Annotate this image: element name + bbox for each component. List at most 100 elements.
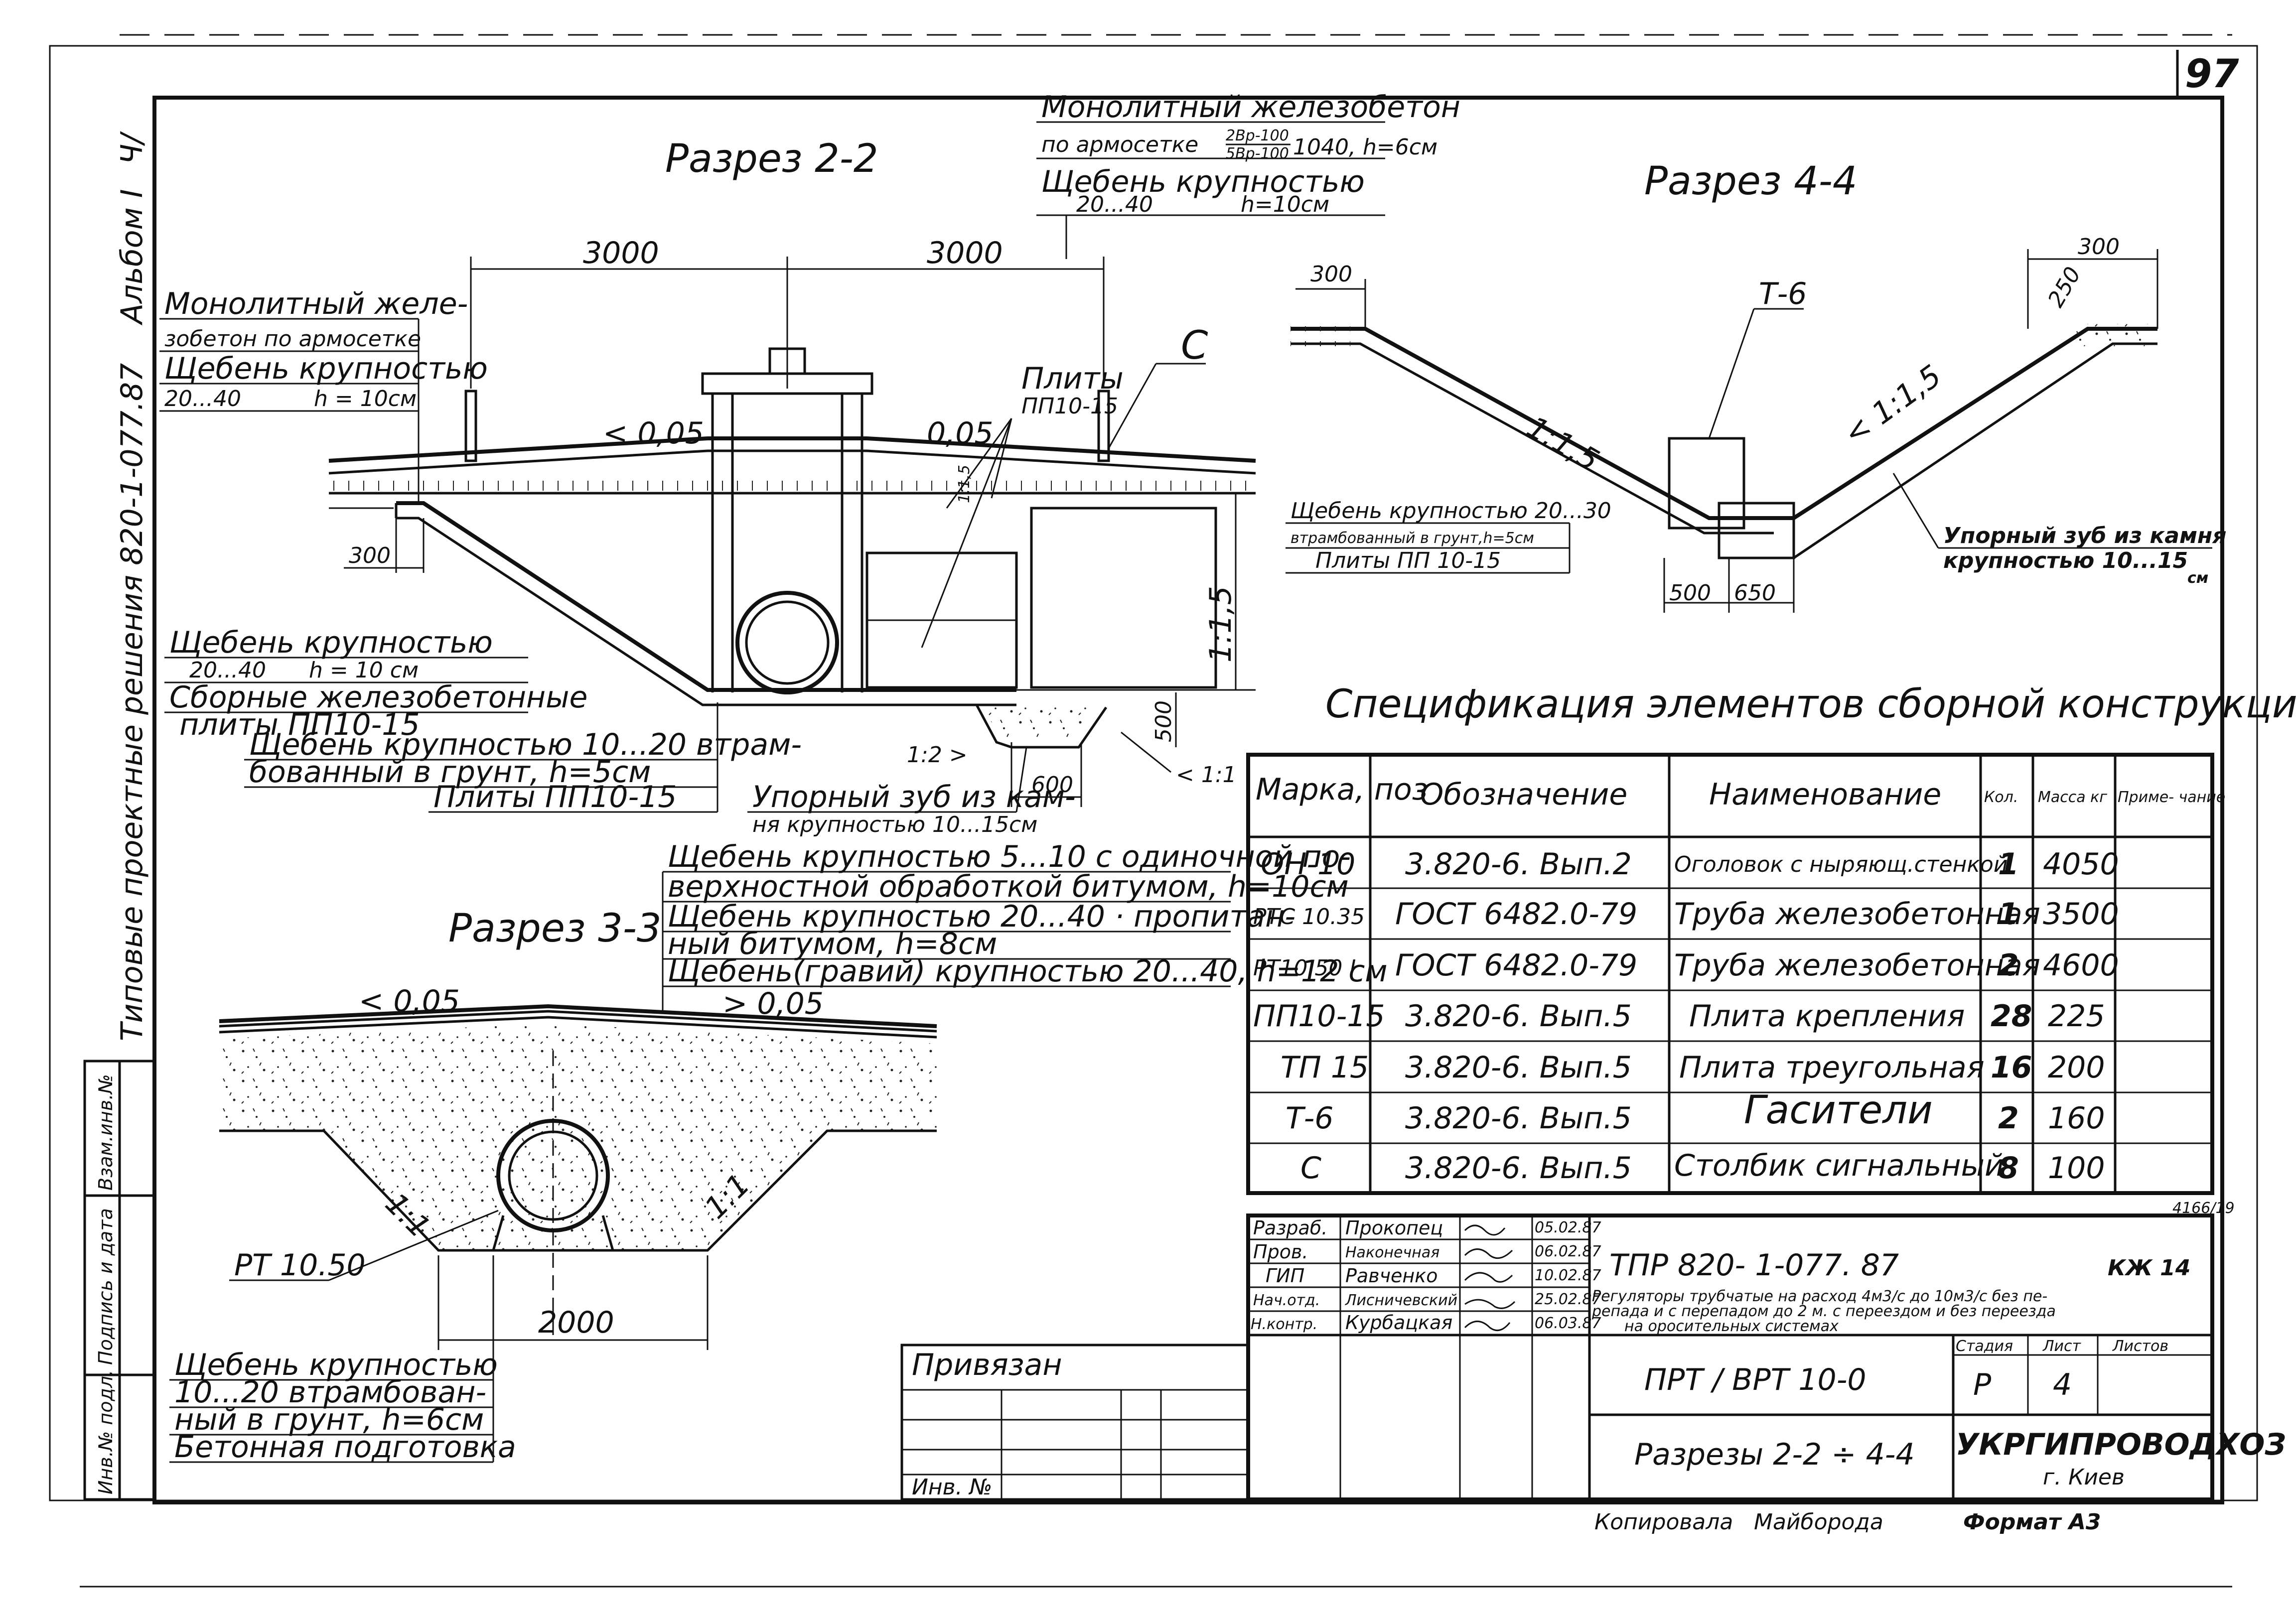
bound-label: Привязан bbox=[912, 1348, 1062, 1382]
note-left-top-5: h = 10см bbox=[314, 386, 417, 411]
note-4-3: Плиты ПП 10-15 bbox=[1315, 548, 1501, 573]
spec-cell-qty: 1 bbox=[1998, 897, 2019, 932]
role-label: Пров. bbox=[1253, 1241, 1308, 1263]
note-left-bottom-6: Щебень крупностью 10...20 втрам- bbox=[249, 727, 802, 762]
note-top-fraction-top: 2Вр-100 bbox=[1226, 127, 1289, 144]
stage-value: Р bbox=[1973, 1367, 1992, 1402]
note-left-bottom-7: бованный в грунт, h=5см bbox=[249, 755, 651, 790]
note-3-bottom-2: 10...20 втрамбован- bbox=[174, 1375, 486, 1410]
left-inventory-stamp: Инв.№ подл. Подпись и дата Взам.инв.№ bbox=[83, 1060, 156, 1501]
spec-cell-designation: 3.820-6. Вып.2 bbox=[1405, 847, 1632, 882]
spec-cell-name: Гасители bbox=[1744, 1088, 1933, 1133]
spec-header-mass: Масса кг bbox=[2038, 789, 2107, 806]
note-top-line-4: 20...40 bbox=[1076, 192, 1153, 217]
note-3-top-1: Щебень крупностью 5...10 с одиночной по- bbox=[668, 839, 1351, 874]
note-top-line-2: по армосетке bbox=[1041, 132, 1198, 157]
format-label: Формат А3 bbox=[1963, 1509, 2101, 1535]
name-label: Наконечная bbox=[1345, 1244, 1439, 1261]
note-left-bottom-4: Сборные железобетонные bbox=[169, 680, 587, 715]
tb-sheet-code: КЖ 14 bbox=[2108, 1255, 2190, 1281]
dim-600: 600 bbox=[1031, 772, 1073, 798]
spec-cell-designation: 3.820-6. Вып.5 bbox=[1405, 1151, 1632, 1186]
spec-cell-mass: 160 bbox=[2048, 1101, 2105, 1136]
date-label: 06.03.87 bbox=[1535, 1315, 1601, 1332]
spec-cell-mass: 4600 bbox=[2043, 948, 2119, 983]
spec-cell-mark: ПП10-15 bbox=[1253, 999, 1385, 1034]
note-4-stop-1: Упорный зуб из камня bbox=[1943, 523, 2227, 548]
name-label: Равченко bbox=[1345, 1265, 1437, 1287]
spec-cell-qty: 28 bbox=[1991, 999, 2032, 1034]
note-c: С bbox=[1181, 323, 1208, 368]
stamp-replace-label: Взам.инв.№ bbox=[95, 1074, 117, 1191]
section-4-4: Разрез 4-4 300 300 250 500 650 1:1,5 < 1… bbox=[1286, 159, 2227, 613]
section-4-4-title: Разрез 4-4 bbox=[1644, 159, 1857, 204]
marker-t6: Т-6 bbox=[1759, 276, 1807, 311]
dim-1-1-5-vertical: 1:1,5 bbox=[1203, 586, 1238, 663]
album-suffix: Ч/ bbox=[115, 131, 149, 164]
spec-cell-qty: 2 bbox=[1998, 1101, 2019, 1136]
inv-label: Инв. № bbox=[912, 1475, 992, 1500]
title-block: Разраб. Пров. ГИП Нач.отд. Н.контр. Прок… bbox=[1246, 1214, 2286, 1501]
date-label: 25.02.87 bbox=[1535, 1291, 1601, 1308]
spec-cell-mark: С bbox=[1300, 1151, 1321, 1186]
note-4-2: втрамбованный в грунт,h=5см bbox=[1291, 530, 1534, 547]
spec-cell-designation: ГОСТ 6482.0-79 bbox=[1395, 897, 1637, 932]
slope-3-left: < 0,05 bbox=[359, 984, 460, 1019]
name-label: Курбацкая bbox=[1345, 1312, 1452, 1334]
spec-cell-mass: 4050 bbox=[2043, 847, 2119, 882]
spec-header-note: Приме- чание bbox=[2118, 789, 2225, 806]
slope-4-left: 1:1,5 bbox=[1521, 409, 1605, 478]
spec-cell-qty: 8 bbox=[1998, 1151, 2019, 1186]
album-label: Альбом I bbox=[115, 189, 149, 326]
note-left-bottom-1: Щебень крупностью bbox=[169, 625, 493, 660]
org-name: УКРГИПРОВОДХОЗ bbox=[1956, 1427, 2286, 1462]
spec-cell-name: Труба железобетонная bbox=[1674, 948, 2040, 983]
note-top-line-3: Щебень крупностью bbox=[1041, 164, 1365, 199]
note-3-top-4: ный битумом, h=8см bbox=[668, 927, 997, 961]
dim-4-650: 650 bbox=[1734, 580, 1776, 606]
spec-cell-name: Труба железобетонная bbox=[1674, 897, 2040, 932]
spec-cell-qty: 16 bbox=[1991, 1050, 2032, 1085]
spec-cell-mark: Т-6 bbox=[1286, 1101, 1333, 1136]
dim-3000-right: 3000 bbox=[927, 236, 1003, 270]
spec-cell-name: Оголовок с ныряющ.стенкой bbox=[1674, 852, 2008, 877]
note-3-bottom-1: Щебень крупностью bbox=[174, 1348, 498, 1382]
dim-3000-left: 3000 bbox=[583, 236, 659, 270]
slope-4-right: < 1:1,5 bbox=[1838, 358, 1948, 452]
section-3-3-title: Разрез 3-3 bbox=[448, 906, 661, 951]
spec-cell-designation: 3.820-6. Вып.5 bbox=[1405, 1050, 1632, 1085]
note-stop-1: Упорный зуб из кам- bbox=[752, 780, 1076, 814]
note-3-top-3: Щебень крупностью 20...40 · пропитан- bbox=[668, 899, 1295, 934]
date-label: 10.02.87 bbox=[1535, 1267, 1601, 1284]
series-label: Типовые проектные решения 820-1-077.87 bbox=[115, 363, 149, 1041]
side-stamp: Альбом I Ч/ Типовые проектные решения 82… bbox=[115, 131, 149, 1041]
note-left-top-4: 20...40 bbox=[164, 386, 241, 411]
note-3-bottom-4: Бетонная подготовка bbox=[174, 1430, 516, 1465]
spec-cell-designation: ГОСТ 6482.0-79 bbox=[1395, 948, 1637, 983]
spec-cell-mark: ТП 15 bbox=[1281, 1050, 1369, 1085]
section-2-2-title: Разрез 2-2 bbox=[665, 136, 878, 181]
org-city: г. Киев bbox=[2043, 1465, 2125, 1490]
note-top-fraction-bottom: 5Вр-100 bbox=[1226, 145, 1289, 162]
note-4-1: Щебень крупностью 20...30 bbox=[1291, 498, 1611, 524]
note-4-stop-3: см bbox=[2187, 569, 2208, 587]
stamp-sign-label: Подпись и дата bbox=[95, 1208, 117, 1365]
spec-cell-mass: 225 bbox=[2048, 999, 2105, 1034]
date-label: 06.02.87 bbox=[1535, 1243, 1601, 1260]
spec-title: Спецификация элементов сборной конструкц… bbox=[1325, 682, 2296, 727]
spec-cell-name: Столбик сигнальный bbox=[1674, 1148, 2004, 1183]
tb-drawing: Разрезы 2-2 ÷ 4-4 bbox=[1634, 1437, 1915, 1472]
dim-2000: 2000 bbox=[538, 1305, 614, 1340]
spec-header-mark: Марка, поз bbox=[1256, 772, 1428, 807]
spec-header-qty: Кол. bbox=[1984, 789, 2018, 806]
note-left-top-1: Монолитный желе- bbox=[164, 286, 468, 321]
note-plates-1: Плиты bbox=[1021, 361, 1124, 396]
spec-cell-mass: 3500 bbox=[2043, 897, 2119, 932]
spec-header-name: Наименование bbox=[1709, 777, 1941, 812]
role-label: Н.контр. bbox=[1251, 1316, 1317, 1333]
spec-header-designation: Обозначение bbox=[1420, 777, 1627, 812]
name-label: Прокопец bbox=[1345, 1217, 1443, 1239]
section-2-2: Разрез 2-2 3000 3000 < 0,05 0,05 bbox=[159, 90, 1460, 837]
stamp-inv-label: Инв.№ подл. bbox=[95, 1370, 117, 1494]
